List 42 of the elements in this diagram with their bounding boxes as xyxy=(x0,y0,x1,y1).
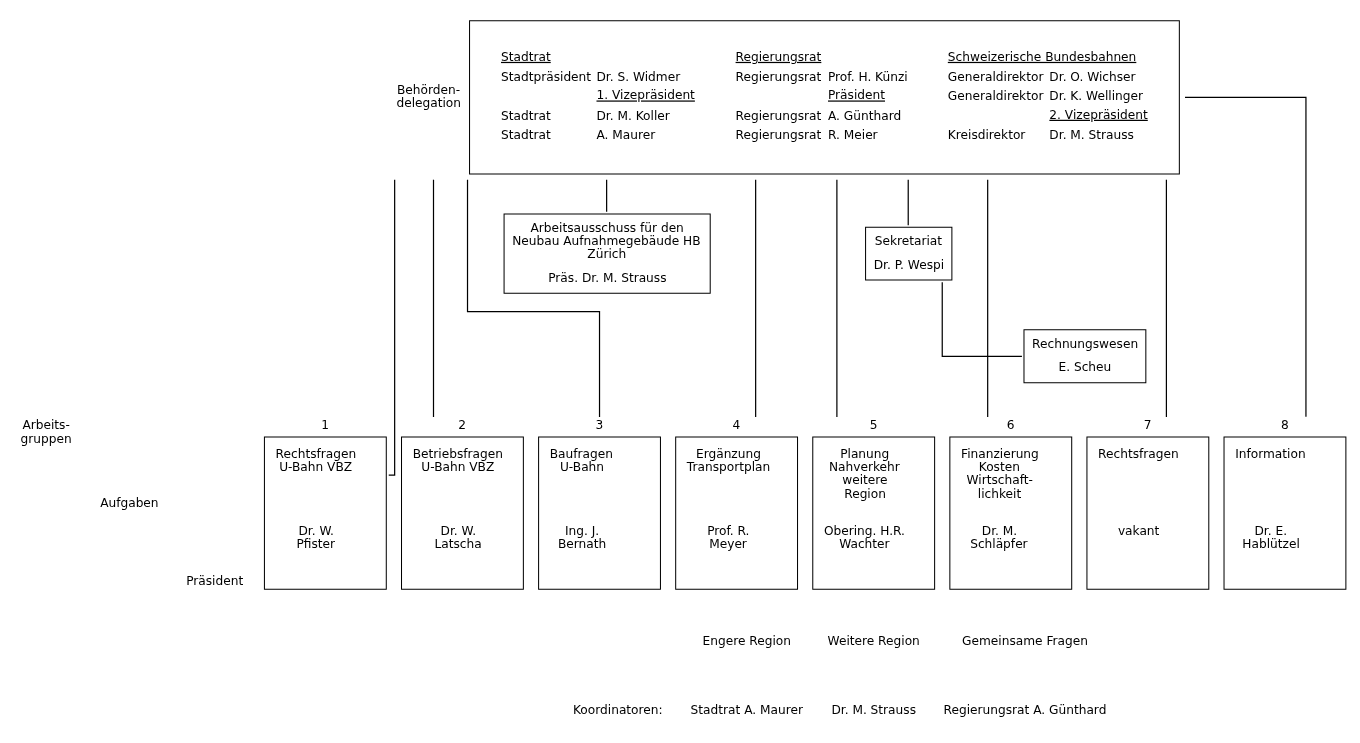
node-box: Stadtrat Stadtpräsident Dr. S. Widmer 1. Vizepräsident Stadtrat Dr. M. Koller Stadtrat A. Maurer Regierungsrat Regierungsrat Prof. H. Künzi Präsident Regierungsrat A. Günthard Regierungsrat R. Meier Schweizerische Bundesbahnen Generaldirektor Dr. O. Wichser Generaldirektor Dr. K. Wellinger 2. Vizepräsident Kreisdirektor Dr. M. Strauss xyxy=(469,20,1180,175)
label: Stadtrat A. Maurer xyxy=(690,702,803,717)
label: Arbeits- gruppen xyxy=(20,418,72,446)
connector xyxy=(432,179,435,418)
label: Engere Region xyxy=(702,633,791,648)
connector xyxy=(907,179,909,226)
node-box: Sekretariat Dr. P. Wespi xyxy=(865,226,953,281)
node-label: 1 xyxy=(321,418,330,433)
connector xyxy=(836,179,838,418)
connector xyxy=(606,179,608,213)
node-label: 8 xyxy=(1280,418,1289,433)
node-box: Betriebsfragen U-Bahn VBZ Dr. W. Latscha xyxy=(401,436,524,590)
node-label: 5 xyxy=(869,418,878,433)
node-box: Finanzierung Kosten Wirtschaft- lichkeit Dr. M. Schläpfer xyxy=(949,436,1073,590)
label: Aufgaben xyxy=(100,496,159,511)
node-label: 2 xyxy=(458,418,467,433)
label: Weitere Region xyxy=(827,633,920,648)
node-box: Rechtsfragen vakant xyxy=(1086,436,1210,590)
node-box: Ergänzung Transportplan Prof. R. Meyer xyxy=(675,436,799,590)
label: Regierungsrat A. Günthard xyxy=(943,702,1107,717)
label: Gemeinsame Fragen xyxy=(962,633,1088,648)
connector xyxy=(1165,179,1167,418)
node-box: Arbeitsausschuss für den Neubau Aufnahmegebäude HB Zürich Präs. Dr. M. Strauss xyxy=(503,213,711,294)
label: Präsident xyxy=(186,573,244,588)
connector xyxy=(1184,96,1307,418)
label: Dr. M. Strauss xyxy=(831,702,916,717)
node-box: Baufragen U-Bahn Ing. J. Bernath xyxy=(538,436,661,590)
connector xyxy=(466,179,601,418)
connector xyxy=(987,179,989,418)
node-label: 7 xyxy=(1143,418,1152,433)
label: Koordinatoren: xyxy=(573,702,663,717)
connector xyxy=(941,281,1023,357)
node-box: Information Dr. E. Hablützel xyxy=(1223,436,1347,590)
node-label: 3 xyxy=(595,418,604,433)
node-label: 4 xyxy=(732,418,741,433)
node-box: Rechnungswesen E. Scheu xyxy=(1023,329,1147,384)
node-label: 6 xyxy=(1006,418,1015,433)
node-box: Rechtsfragen U-Bahn VBZ Dr. W. Pfister xyxy=(263,436,387,590)
node-label: Behörden- delegation xyxy=(396,82,462,111)
connector xyxy=(388,179,396,476)
node-box: Planung Nahverkehr weitere Region Obering. H.R. Wachter xyxy=(812,436,936,590)
connector xyxy=(755,179,757,418)
